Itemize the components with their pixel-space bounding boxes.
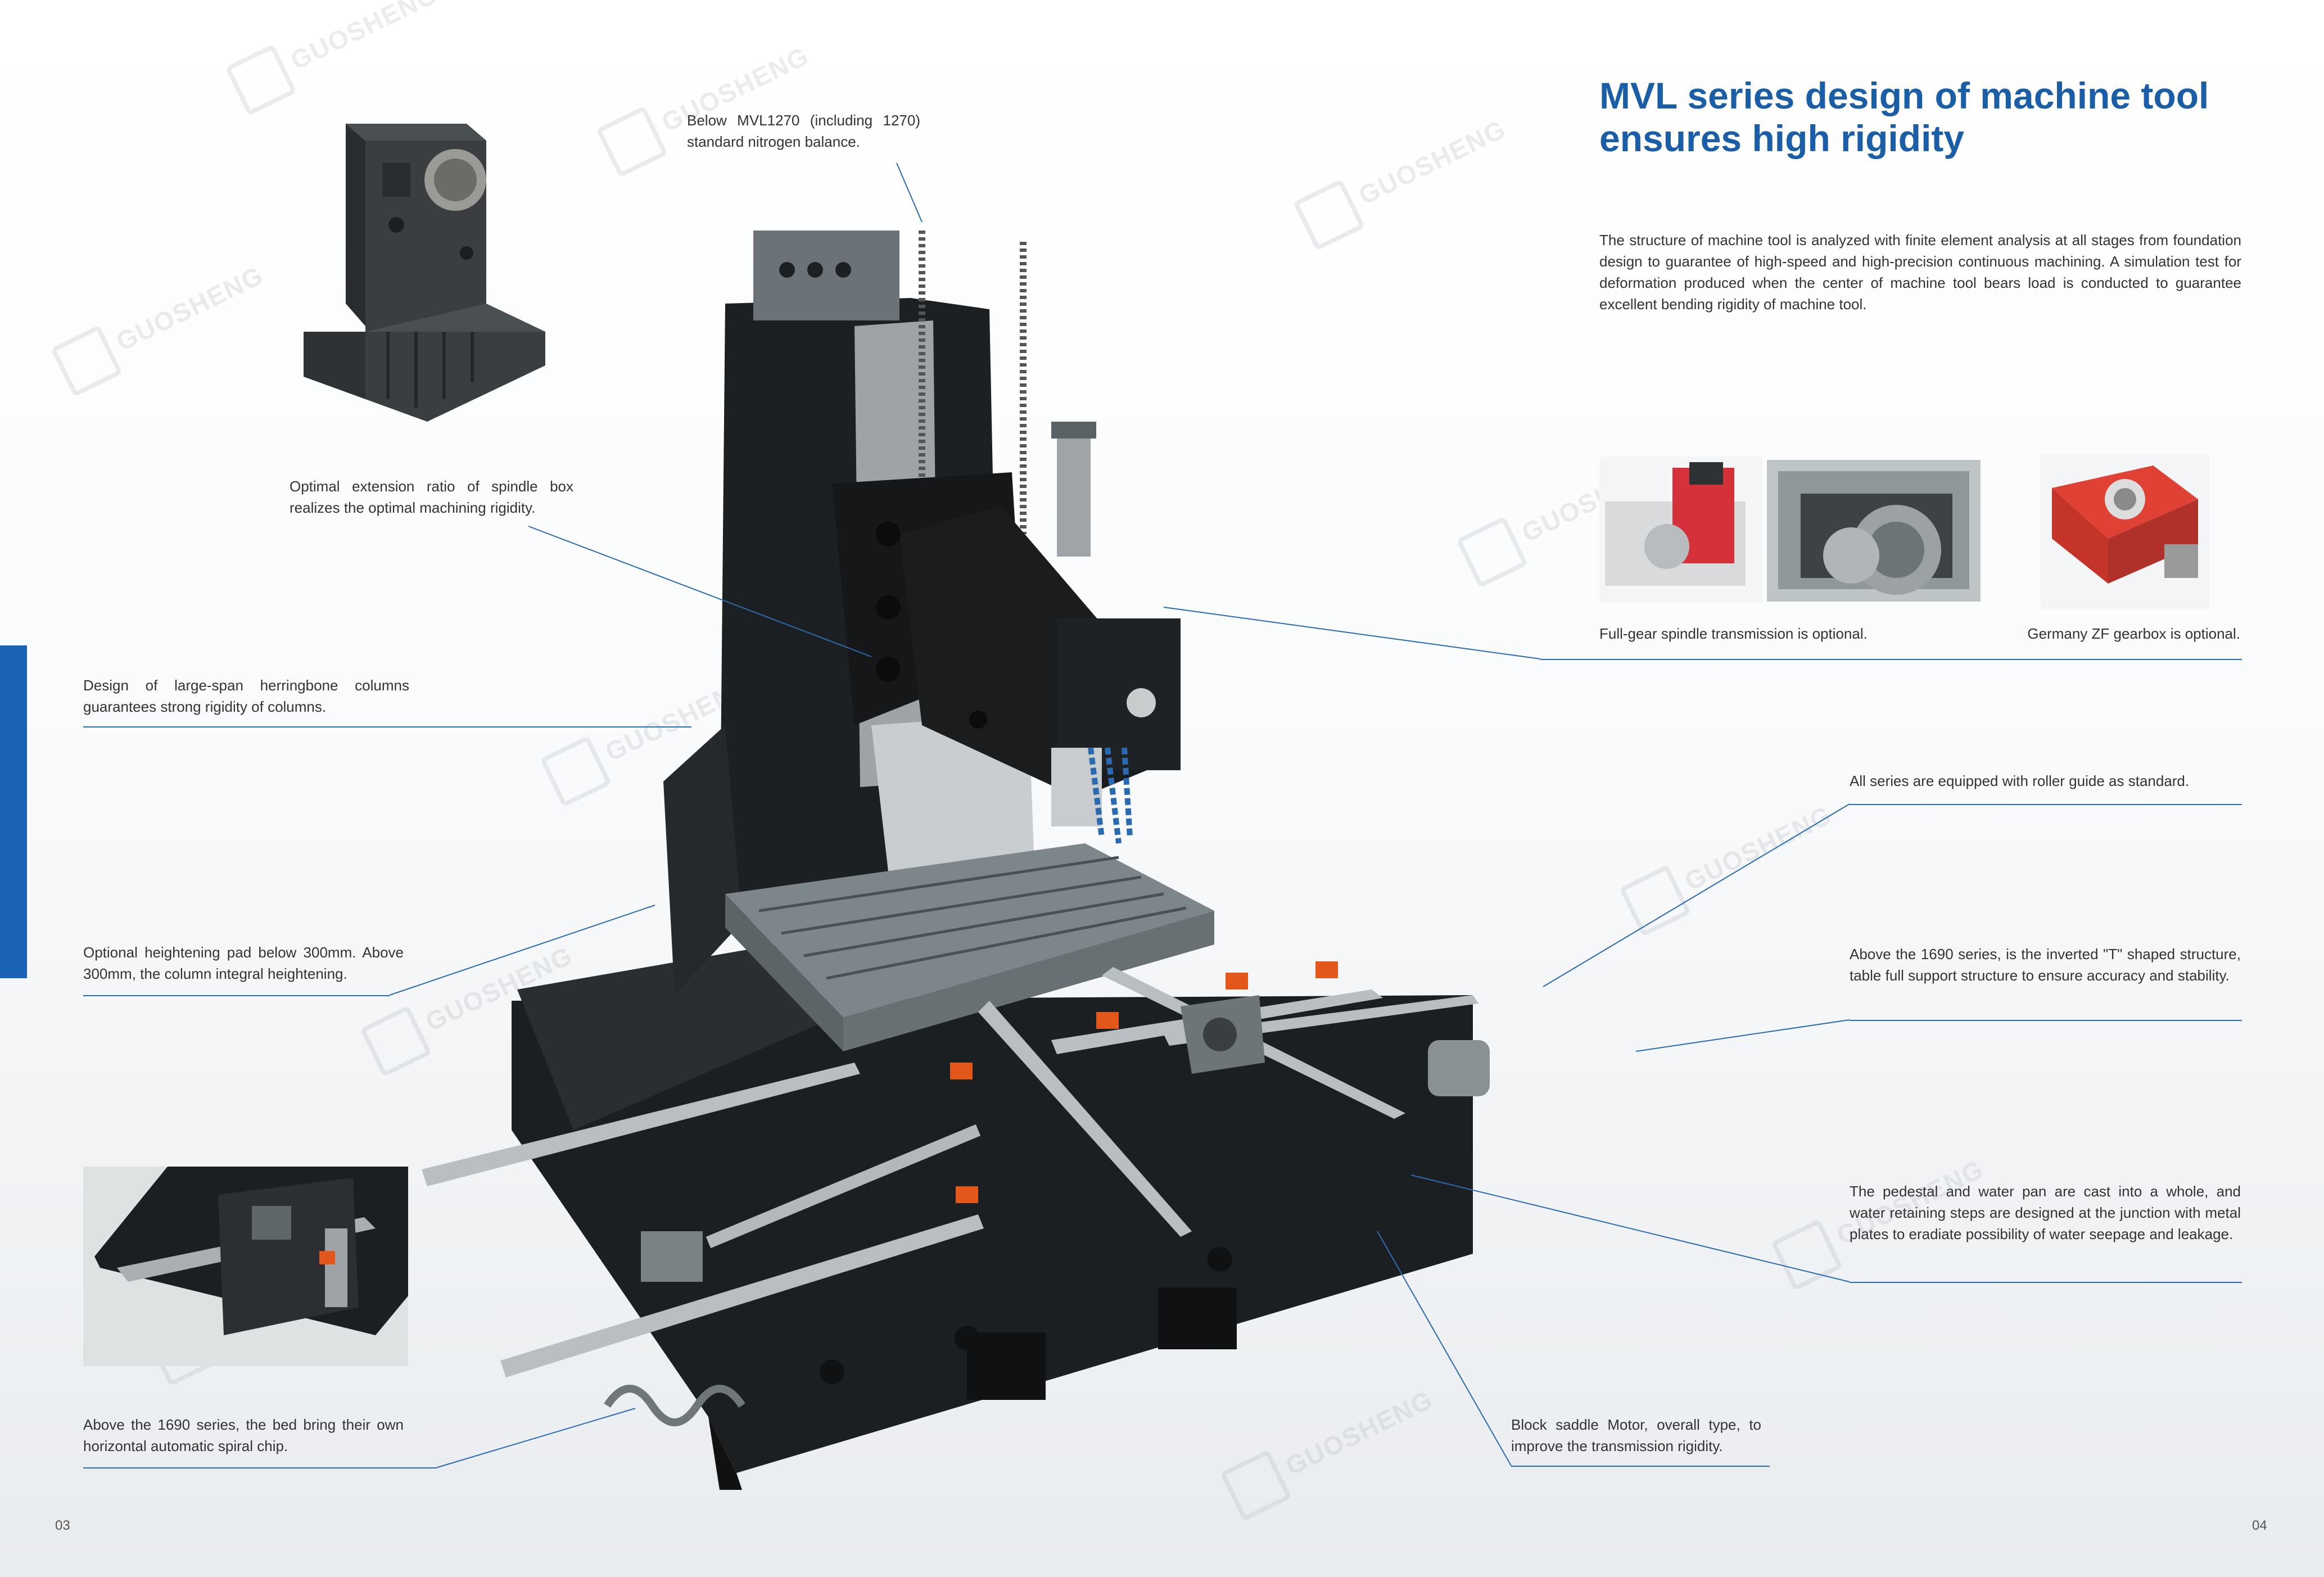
callout-rule — [83, 726, 691, 728]
callout-rule — [83, 1467, 437, 1468]
caption-zf-gearbox: Germany ZF gearbox is optional. — [2027, 625, 2240, 642]
machining-center-illustration — [422, 231, 1490, 1490]
full-gear-photo — [1599, 457, 1762, 603]
column-casting-photo — [304, 124, 545, 422]
caption-roller-guide: All series are equipped with roller guid… — [1850, 772, 2190, 789]
caption-herringbone: Design of large-span herringbone columns… — [83, 677, 409, 715]
callout-rule — [1850, 1282, 2242, 1283]
caption-t-shaped: Above the 1690 series, is the inverted "… — [1850, 946, 2241, 984]
caption-saddle-motor: Block saddle Motor, overall type, to imp… — [1511, 1416, 1761, 1454]
intro-paragraph: The structure of machine tool is analyze… — [1599, 232, 2241, 313]
callout-rule — [1850, 804, 2242, 805]
caption-heightening: Optional heightening pad below 300mm. Ab… — [83, 944, 404, 982]
page-number-right: 04 — [2252, 1518, 2267, 1533]
callout-rule — [1850, 1020, 2242, 1021]
caption-balance: Below MVL1270 (including 1270) standard … — [687, 112, 920, 150]
page-title: MVL series design of machine tool ensure… — [1599, 75, 2209, 159]
page-number-left: 03 — [55, 1518, 70, 1533]
callout-rule — [1511, 1466, 1770, 1467]
gear-transmission-photo — [1767, 460, 1981, 602]
caption-spindle-box: Optimal extension ratio of spindle box r… — [290, 478, 573, 516]
caption-full-gear: Full-gear spindle transmission is option… — [1599, 625, 1868, 642]
bed-detail-photo — [83, 1167, 408, 1366]
callout-rule — [1540, 659, 2242, 660]
caption-water-pan: The pedestal and water pan are cast into… — [1850, 1183, 2241, 1242]
caption-spiral-chip: Above the 1690 series, the bed bring the… — [83, 1416, 404, 1454]
callout-rule — [83, 995, 390, 996]
section-tab — [0, 645, 27, 978]
zf-gearbox-photo — [2041, 454, 2209, 609]
